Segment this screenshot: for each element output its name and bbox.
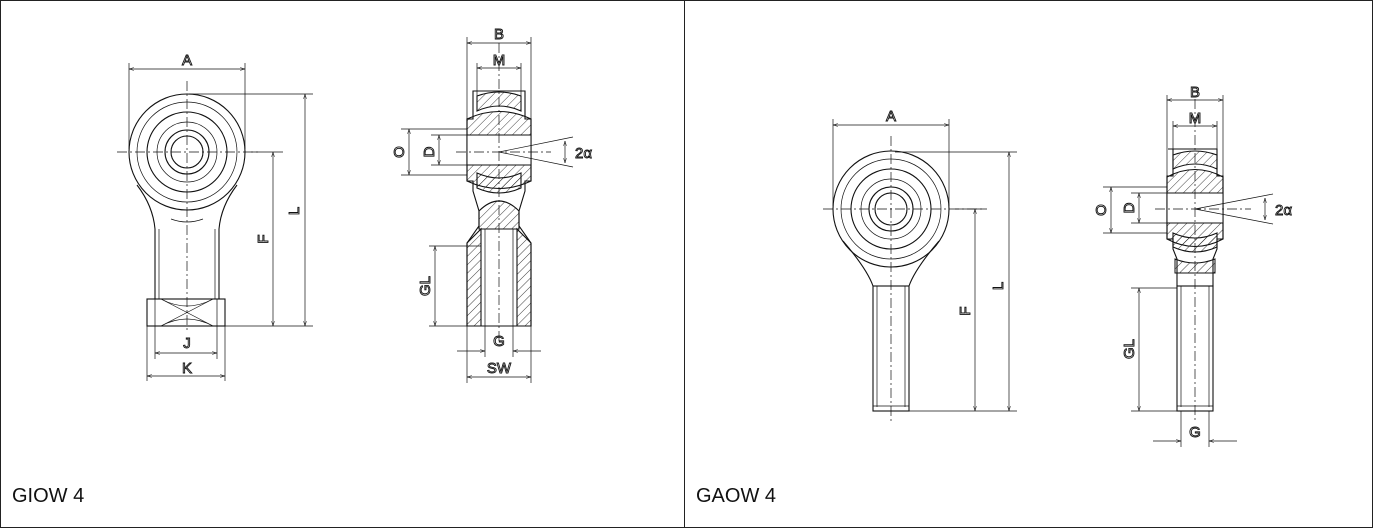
giow4-label-alpha: 2α bbox=[575, 145, 592, 162]
giow4-label-l: L bbox=[286, 207, 303, 215]
gaow4-side-view bbox=[1103, 95, 1274, 447]
giow4-label-g: G bbox=[493, 333, 505, 350]
gaow4-label-o: O bbox=[1093, 204, 1110, 216]
gaow4-label-d: D bbox=[1121, 202, 1138, 213]
gaow4-front-view bbox=[823, 119, 1017, 421]
giow4-front-view bbox=[117, 63, 313, 381]
giow4-side-view bbox=[401, 37, 574, 383]
giow4-label-j: J bbox=[183, 335, 191, 352]
gaow4-label-alpha: 2α bbox=[1275, 202, 1292, 219]
gaow4-label-gl: GL bbox=[1121, 339, 1138, 359]
giow4-label-f: F bbox=[255, 234, 272, 243]
gaow4-label-b: B bbox=[1190, 84, 1200, 101]
giow4-label-b: B bbox=[494, 26, 504, 43]
gaow4-drawing: A L F bbox=[823, 84, 1293, 447]
gaow4-label-g: G bbox=[1189, 424, 1201, 441]
gaow4-label-l: L bbox=[990, 282, 1007, 290]
panel-giow4: A L F J K bbox=[1, 1, 685, 527]
gaow4-label-f: F bbox=[957, 306, 974, 315]
gaow4-label-a: A bbox=[886, 108, 896, 125]
panel-gaow4: A L F bbox=[685, 1, 1372, 527]
giow4-label-k: K bbox=[182, 360, 192, 377]
gaow4-label-m: M bbox=[1189, 110, 1202, 127]
giow4-label-o: O bbox=[391, 146, 408, 158]
giow4-caption: GIOW 4 bbox=[12, 485, 85, 507]
giow4-label-sw: SW bbox=[487, 360, 512, 377]
giow4-label-gl: GL bbox=[417, 276, 434, 296]
giow4-label-m: M bbox=[493, 52, 506, 69]
giow4-label-a: A bbox=[182, 52, 192, 69]
giow4-label-d: D bbox=[421, 146, 438, 157]
gaow4-caption: GAOW 4 bbox=[696, 485, 777, 507]
giow4-drawing: A L F J K bbox=[117, 26, 593, 383]
